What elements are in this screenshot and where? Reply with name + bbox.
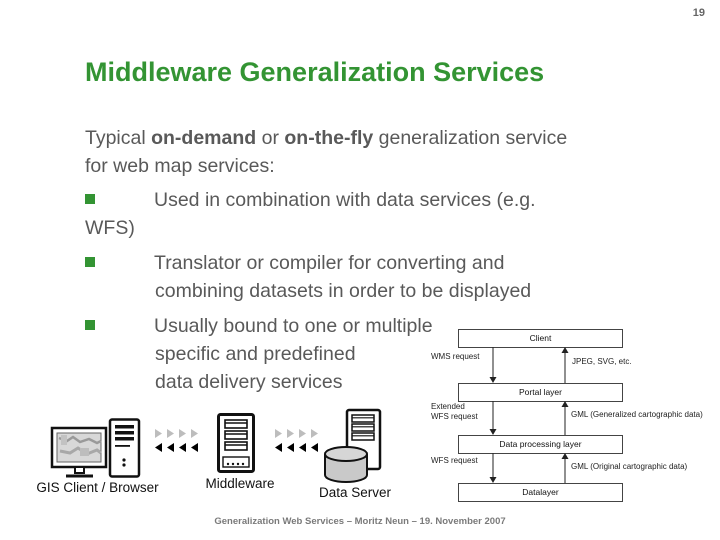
diagram-background bbox=[443, 329, 720, 507]
request-response-arrows-icon bbox=[275, 429, 318, 452]
layer-box-datalayer: Datalayer bbox=[458, 483, 623, 502]
bullet-square-icon bbox=[85, 320, 95, 330]
bullet-item-2-wrap: combining datasets in order to be displa… bbox=[155, 280, 532, 302]
bullet-item-1: Used in combination with data services (… bbox=[85, 189, 536, 212]
footer-text: Generalization Web Services – Moritz Neu… bbox=[214, 516, 506, 527]
label-gml-original: GML (Original cartographic data) bbox=[571, 462, 688, 471]
middleware-server-icon bbox=[217, 413, 255, 473]
page-title: Middleware Generalization Services bbox=[85, 57, 545, 87]
page-number: 19 bbox=[692, 7, 705, 19]
middleware-label: Middleware bbox=[205, 476, 275, 491]
intro-text: Typical bbox=[85, 127, 152, 149]
layer-box-client: Client bbox=[458, 329, 623, 348]
intro-text: or bbox=[256, 127, 285, 149]
bullet-square-icon bbox=[85, 194, 95, 204]
label-wfs-request: WFS request bbox=[431, 456, 478, 465]
data-server-icon bbox=[324, 408, 382, 484]
label-wms-request: WMS request bbox=[431, 352, 480, 361]
bullet-1-text: Used in combination with data services (… bbox=[154, 189, 536, 211]
label-extended-line-1: Extended bbox=[431, 402, 465, 411]
bullet-item-3: Usually bound to one or multiple bbox=[85, 315, 433, 338]
intro-bold-on-the-fly: on-the-fly bbox=[284, 127, 374, 149]
bullet-item-1-wrap: WFS) bbox=[85, 217, 135, 239]
gis-client-label: GIS Client / Browser bbox=[36, 480, 159, 495]
data-server-label: Data Server bbox=[318, 485, 392, 500]
body-intro-line-2: for web map services: bbox=[85, 155, 275, 177]
intro-text: generalization service bbox=[373, 127, 568, 149]
bullet-square-icon bbox=[85, 257, 95, 267]
bullet-item-3-wrap-1: specific and predefined bbox=[155, 343, 356, 365]
label-gml-generalized: GML (Generalized cartographic data) bbox=[571, 410, 703, 419]
request-response-arrows-icon bbox=[155, 429, 198, 452]
label-extended-line-2: WFS request bbox=[431, 412, 478, 421]
body-intro-line-1: Typical on-demand or on-the-fly generali… bbox=[85, 127, 567, 150]
diagram-arrows-icon bbox=[489, 347, 569, 483]
layer-box-data-processing: Data processing layer bbox=[458, 435, 623, 454]
gis-client-icon bbox=[50, 418, 141, 478]
bullet-2-text: Translator or compiler for converting an… bbox=[154, 252, 505, 274]
layer-box-portal: Portal layer bbox=[458, 383, 623, 402]
bullet-item-3-wrap-2: data delivery services bbox=[155, 371, 343, 393]
label-jpeg-svg-etc: JPEG, SVG, etc. bbox=[572, 357, 632, 366]
bullet-item-2: Translator or compiler for converting an… bbox=[85, 252, 504, 275]
bullet-3-text: Usually bound to one or multiple bbox=[154, 315, 433, 337]
intro-bold-on-demand: on-demand bbox=[151, 127, 257, 149]
